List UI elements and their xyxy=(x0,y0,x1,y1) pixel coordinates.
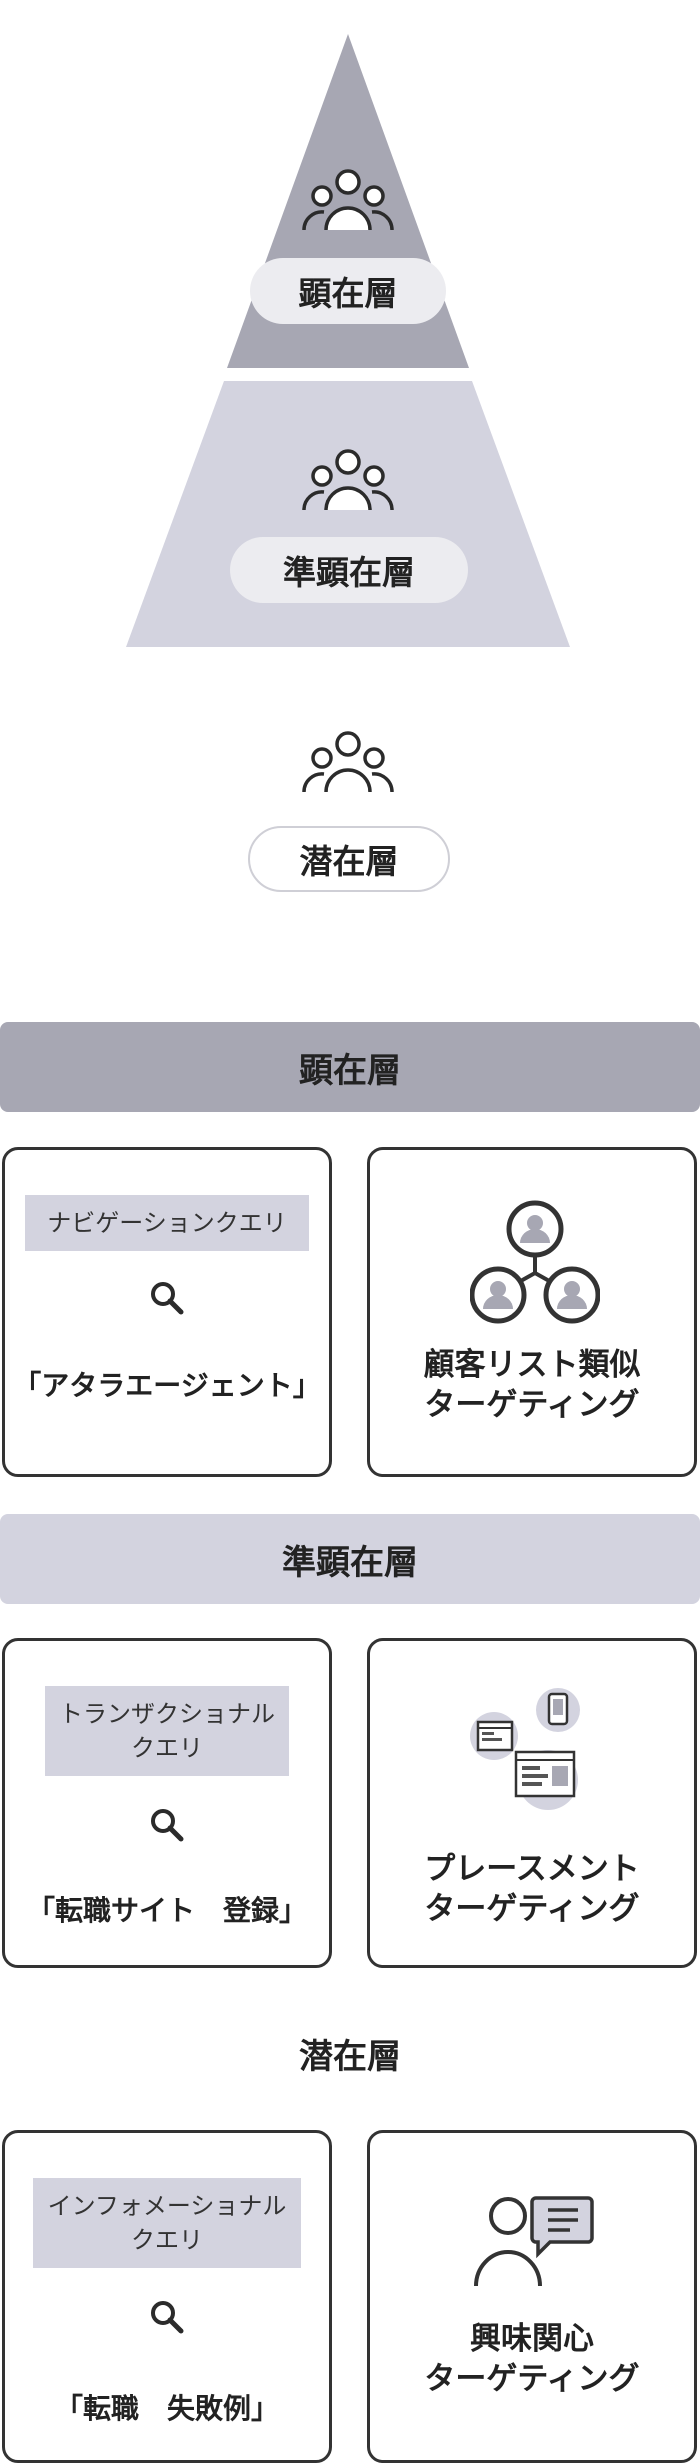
targeting-card-customer-list: 顧客リスト類似 ターゲティング xyxy=(367,1147,697,1477)
section-header-bottom: 潜在層 xyxy=(0,2008,700,2098)
people-group-icon xyxy=(302,731,394,793)
people-group-icon xyxy=(302,449,394,511)
targeting-name-line2: ターゲティング xyxy=(424,1891,640,1927)
people-group-icon xyxy=(302,169,394,231)
pyramid-middle-tier xyxy=(126,381,570,647)
person-chat-icon xyxy=(474,2196,594,2287)
query-card-transactional: トランザクショナル クエリ 「転職サイト 登録」 xyxy=(2,1638,332,1968)
query-type-label-line2: クエリ xyxy=(131,1734,203,1762)
targeting-name: 顧客リスト類似 ターゲティング xyxy=(370,1345,694,1425)
query-type-label-line1: インフォメーショナル xyxy=(47,2192,287,2220)
query-example: 「転職 失敗例」 xyxy=(54,2392,279,2425)
query-type-label-line1: トランザクショナル xyxy=(59,1700,275,1728)
query-type-label-line2: クエリ xyxy=(131,2226,203,2254)
targeting-card-placement: プレースメント ターゲティング xyxy=(367,1638,697,1968)
pyramid-diagram xyxy=(126,34,570,793)
query-example: 「アタラエージェント」 xyxy=(13,1369,321,1402)
search-icon xyxy=(151,1282,184,1315)
pyramid-top-label: 顕在層 xyxy=(250,258,446,324)
query-type-label: インフォメーショナル クエリ xyxy=(33,2178,301,2268)
targeting-name-line1: 興味関心 xyxy=(470,2321,594,2357)
targeting-name-line1: プレースメント xyxy=(424,1851,640,1887)
query-card-navigation: ナビゲーションクエリ 「アタラエージェント」 xyxy=(2,1147,332,1477)
targeting-name-line2: ターゲティング xyxy=(424,1387,640,1423)
targeting-name: プレースメント ターゲティング xyxy=(370,1849,694,1929)
targeting-card-interest: 興味関心 ターゲティング xyxy=(367,2130,697,2463)
network-users-icon xyxy=(470,1200,600,1324)
targeting-name: 興味関心 ターゲティング xyxy=(370,2319,694,2399)
section-header-top: 顕在層 xyxy=(0,1022,700,1112)
targeting-name-line2: ターゲティング xyxy=(424,2361,640,2397)
query-type-label: トランザクショナル クエリ xyxy=(45,1686,289,1776)
query-example: 「転職サイト 登録」 xyxy=(26,1894,307,1927)
search-icon xyxy=(151,2301,184,2334)
devices-icon xyxy=(470,1688,580,1810)
query-card-informational: インフォメーショナル クエリ 「転職 失敗例」 xyxy=(2,2130,332,2463)
pyramid-bottom-label: 潜在層 xyxy=(248,826,450,892)
targeting-name-line1: 顧客リスト類似 xyxy=(423,1347,641,1383)
query-type-label: ナビゲーションクエリ xyxy=(25,1195,309,1251)
search-icon xyxy=(151,1809,184,1842)
section-header-middle: 準顕在層 xyxy=(0,1514,700,1604)
pyramid-middle-label: 準顕在層 xyxy=(230,537,468,603)
